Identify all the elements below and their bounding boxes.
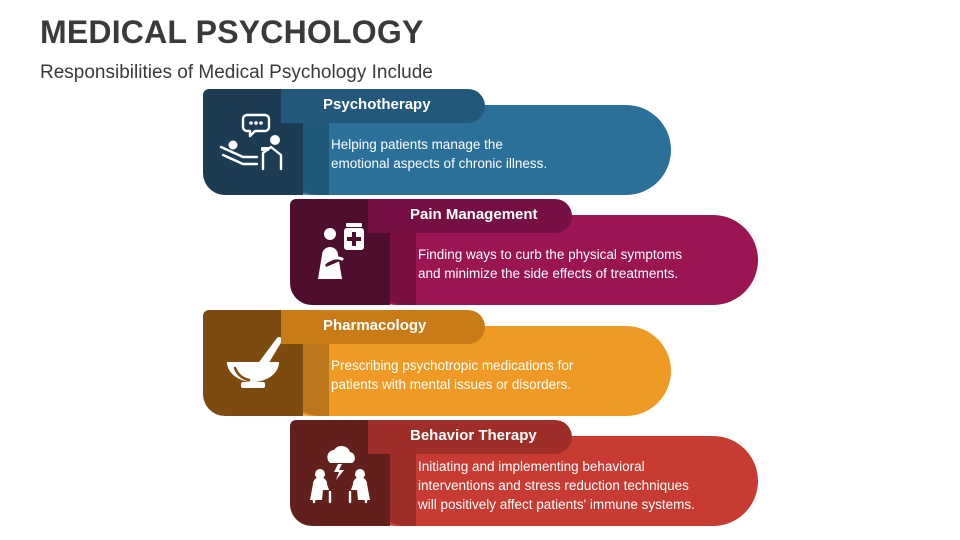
desc-line: Helping patients manage the	[331, 137, 503, 152]
item-description: Finding ways to curb the physical sympto…	[418, 233, 743, 295]
stress-cloud-icon	[310, 445, 370, 504]
item-description: Prescribing psychotropic medications for…	[331, 344, 656, 406]
item-icon-block	[203, 89, 303, 195]
desc-line: patients with mental issues or disorders…	[331, 377, 572, 392]
item-title: Psychotherapy	[323, 96, 431, 113]
item-psychotherapy: Psychotherapy Helping patients manage th…	[203, 89, 673, 195]
desc-line: Prescribing psychotropic medications for	[331, 358, 574, 373]
item-title: Behavior Therapy	[410, 427, 537, 444]
item-header: Pharmacology	[281, 310, 485, 344]
item-title: Pain Management	[410, 206, 538, 223]
page-subtitle: Responsibilities of Medical Psychology I…	[40, 62, 433, 83]
desc-line: interventions and stress reduction techn…	[418, 477, 689, 493]
item-description: Initiating and implementing behavioral i…	[418, 454, 743, 516]
item-header: Psychotherapy	[281, 89, 485, 123]
item-title: Pharmacology	[323, 317, 427, 334]
mortar-pestle-icon	[227, 337, 283, 388]
item-behavior-therapy: Behavior Therapy Initiating and implemen…	[290, 420, 760, 526]
item-header: Behavior Therapy	[368, 420, 572, 454]
desc-line: emotional aspects of chronic illness.	[331, 156, 548, 171]
desc-line: Initiating and implementing behavioral	[418, 458, 645, 474]
desc-line: and minimize the side effects of treatme…	[418, 266, 679, 281]
item-pharmacology: Pharmacology Prescribing psychotropic me…	[203, 310, 673, 416]
desc-line: will positively affect patients' immune …	[418, 496, 695, 512]
patient-medicine-icon	[318, 223, 364, 279]
page-title: MEDICAL PSYCHOLOGY	[40, 14, 424, 50]
therapy-session-icon	[219, 113, 283, 171]
item-description: Helping patients manage the emotional as…	[331, 123, 656, 185]
item-pain-management: Pain Management Finding ways to curb the…	[290, 199, 760, 305]
item-header: Pain Management	[368, 199, 572, 233]
desc-line: Finding ways to curb the physical sympto…	[418, 247, 683, 262]
